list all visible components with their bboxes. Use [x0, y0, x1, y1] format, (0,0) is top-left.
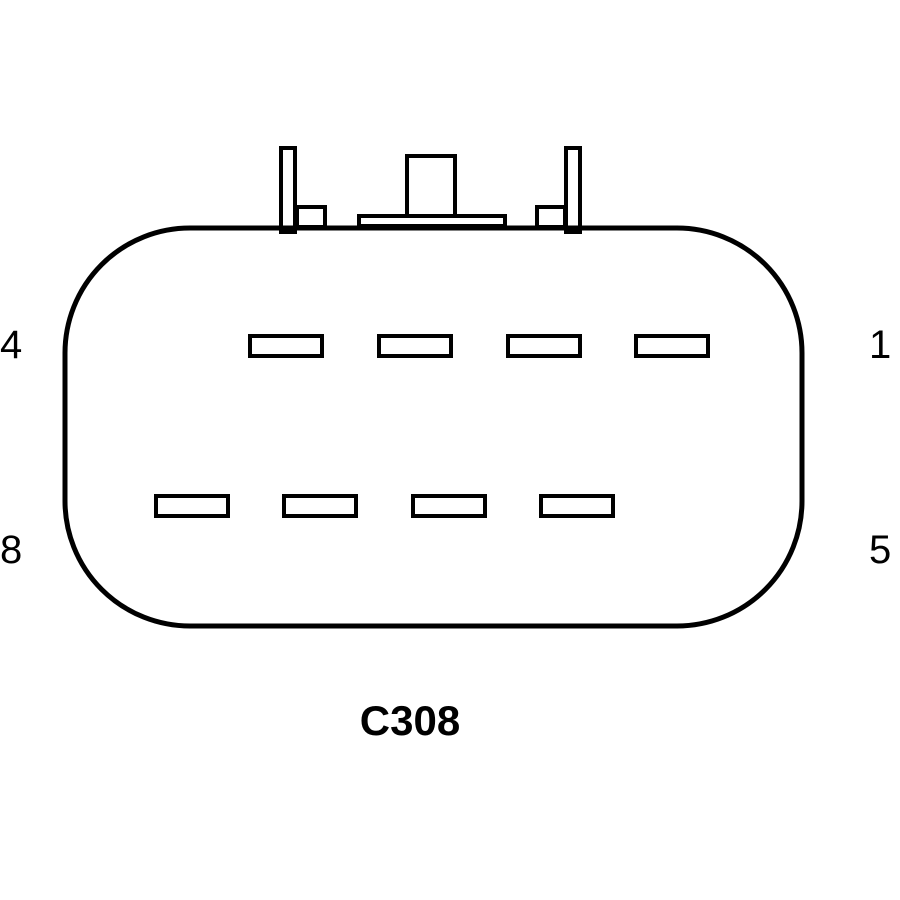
terminal-pin-4 [248, 334, 324, 358]
latch-base [357, 214, 507, 228]
connector-label: C308 [359, 697, 461, 744]
pin-label-top-left: 4 [0, 323, 23, 367]
terminal-pin-7 [282, 494, 358, 518]
pin-label-bottom-right: 5 [869, 528, 892, 572]
guide-block-right [535, 205, 567, 229]
terminal-pin-8 [154, 494, 230, 518]
connector-body [62, 225, 805, 629]
pin-label-top-right: 1 [869, 323, 892, 367]
guide-rail-left [279, 146, 297, 234]
latch-tab [405, 154, 457, 222]
terminal-pin-6 [411, 494, 487, 518]
pin-label-bottom-left: 8 [0, 528, 23, 572]
terminal-pin-5 [539, 494, 615, 518]
guide-rail-right [564, 146, 582, 234]
terminal-pin-1 [634, 334, 710, 358]
guide-block-left [295, 205, 327, 229]
terminal-pin-3 [377, 334, 453, 358]
terminal-pin-2 [506, 334, 582, 358]
